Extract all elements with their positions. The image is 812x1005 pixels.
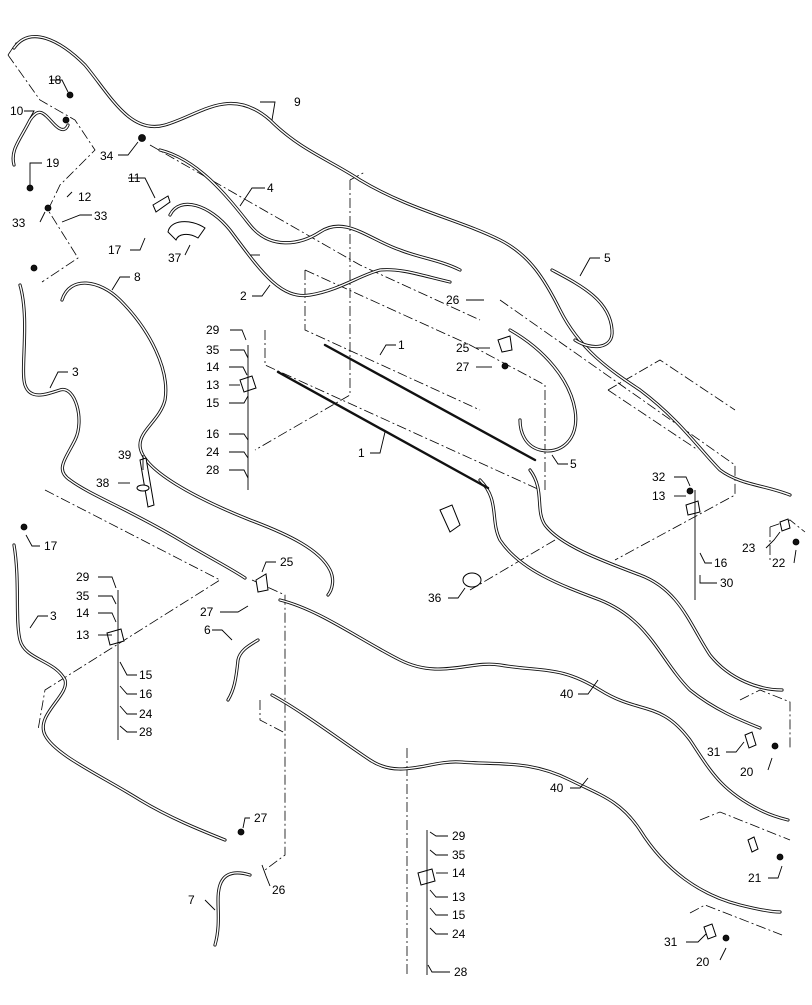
phantom-lines [7,39,806,975]
callout-5: 5 [604,251,611,265]
fittings [20,91,800,942]
callout-9: 9 [294,95,301,109]
callout-15: 15 [139,668,153,682]
callout-17: 17 [108,243,122,257]
callout-16: 16 [139,687,153,701]
callout-12: 12 [78,190,92,204]
callout-33: 33 [12,216,26,230]
callout-29: 29 [206,323,220,337]
callout-5: 5 [570,457,577,471]
callout-23: 23 [742,541,756,555]
callout-7: 7 [188,893,195,907]
callout-13: 13 [76,628,90,642]
callout-34: 34 [100,149,114,163]
callout-29: 29 [452,829,466,843]
callout-33: 33 [94,209,108,223]
callout-28: 28 [206,463,220,477]
callout-labels: 9 18 10 34 19 11 4 12 33 33 17 37 5 8 2 … [10,73,786,979]
callout-11: 11 [128,171,141,185]
callout-22: 22 [772,556,786,570]
callout-13: 13 [452,890,466,904]
callout-38: 38 [96,476,110,490]
callout-35: 35 [452,848,466,862]
callout-35: 35 [76,589,90,603]
callout-39: 39 [118,448,132,462]
callout-17: 17 [44,539,58,553]
callout-1: 1 [358,446,365,460]
hardware-stacks [117,345,696,975]
callout-40: 40 [550,781,564,795]
callout-26: 26 [446,293,460,307]
callout-28: 28 [454,965,468,979]
callout-14: 14 [452,866,466,880]
callout-13: 13 [206,378,220,392]
callout-36: 36 [428,591,442,605]
callout-40: 40 [560,687,574,701]
callout-16: 16 [714,556,728,570]
callout-28: 28 [139,725,153,739]
callout-24: 24 [206,445,220,459]
callout-6: 6 [204,623,211,637]
callout-32: 32 [652,470,666,484]
callout-31: 31 [707,745,721,759]
callout-26: 26 [272,883,286,897]
callout-24: 24 [139,707,153,721]
callout-21: 21 [748,871,762,885]
callout-19: 19 [46,156,60,170]
callout-20: 20 [740,765,754,779]
callout-25: 25 [456,341,470,355]
callout-29: 29 [76,570,90,584]
callout-13: 13 [652,489,666,503]
callout-3: 3 [72,365,79,379]
callout-1: 1 [398,338,405,352]
callout-16: 16 [206,427,220,441]
callout-31: 31 [664,935,678,949]
callout-35: 35 [206,343,220,357]
callout-2: 2 [240,289,247,303]
callout-4: 4 [267,181,274,195]
callout-15: 15 [206,396,220,410]
pipes [276,343,537,490]
callout-3: 3 [50,609,57,623]
hoses [11,35,792,947]
leader-lines [24,79,797,973]
callout-14: 14 [76,606,90,620]
callout-15: 15 [452,908,466,922]
callout-24: 24 [452,927,466,941]
callout-37: 37 [168,251,182,265]
callout-27: 27 [254,811,268,825]
callout-27: 27 [456,360,470,374]
callout-30: 30 [720,576,734,590]
callout-18: 18 [48,73,62,87]
callout-25: 25 [280,555,294,569]
callout-10: 10 [10,104,24,118]
callout-27: 27 [200,605,214,619]
callout-20: 20 [696,955,710,969]
callout-8: 8 [134,270,141,284]
callout-14: 14 [206,360,220,374]
